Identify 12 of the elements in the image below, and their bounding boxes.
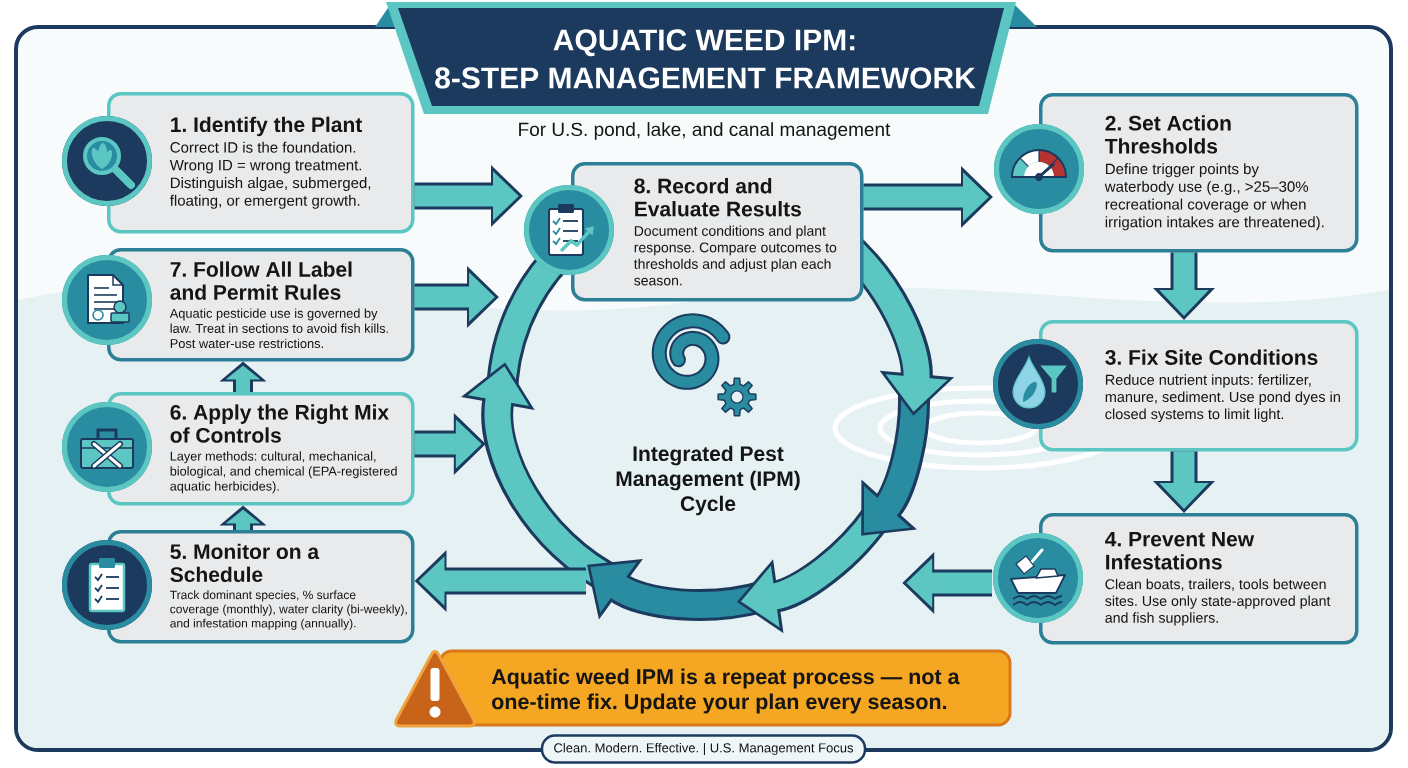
title-banner: AQUATIC WEED IPM: 8-STEP MANAGEMENT FRAMEWORK <box>375 2 1037 114</box>
footer-pill: Clean. Modern. Effective. | U.S. Management Focus <box>540 734 867 764</box>
step-card: 1. Identify the Plant Correct ID is the foundation. Wrong ID = wrong treatment. Distinguish algae, submerged, floating, or emergent growth. <box>107 92 415 234</box>
step-card: 4. Prevent New Infestations Clean boats, trailers, tools between sites. Use only state-approved plant and fish suppliers. <box>1039 513 1359 645</box>
step-card: 7. Follow All Label and Permit Rules Aquatic pesticide use is governed by law. Treat in sections to avoid fish kills. Post water-use restrictions. <box>107 248 415 362</box>
step-card: 5. Monitor on a Schedule Track dominant species, % surface coverage (monthly), water clarity (bi-weekly), and infestation mapping (annually). <box>107 530 415 644</box>
step-card: 8. Record and Evaluate Results Document conditions and plant response. Compare outcomes to thresholds and adjust plan each season. <box>571 162 864 302</box>
callout-box: Aquatic weed IPM is a repeat process — not a one-time fix. Update your plan every season. <box>438 649 1012 727</box>
subtitle: For U.S. pond, lake, and canal management <box>519 122 891 140</box>
step-card: 2. Set Action Thresholds Define trigger points by waterbody use (e.g., >25–30% recreational coverage or when irrigation intakes are threatened). <box>1039 93 1359 253</box>
step-card: 6. Apply the Right Mix of Controls Layer methods: cultural, mechanical, biological, and chemical (EPA-registered aquatic herbicides). <box>107 392 415 506</box>
step-card: 3. Fix Site Conditions Reduce nutrient inputs: fertilizer, manure, sediment. Use pond dyes in closed systems to limit light. <box>1039 320 1359 452</box>
